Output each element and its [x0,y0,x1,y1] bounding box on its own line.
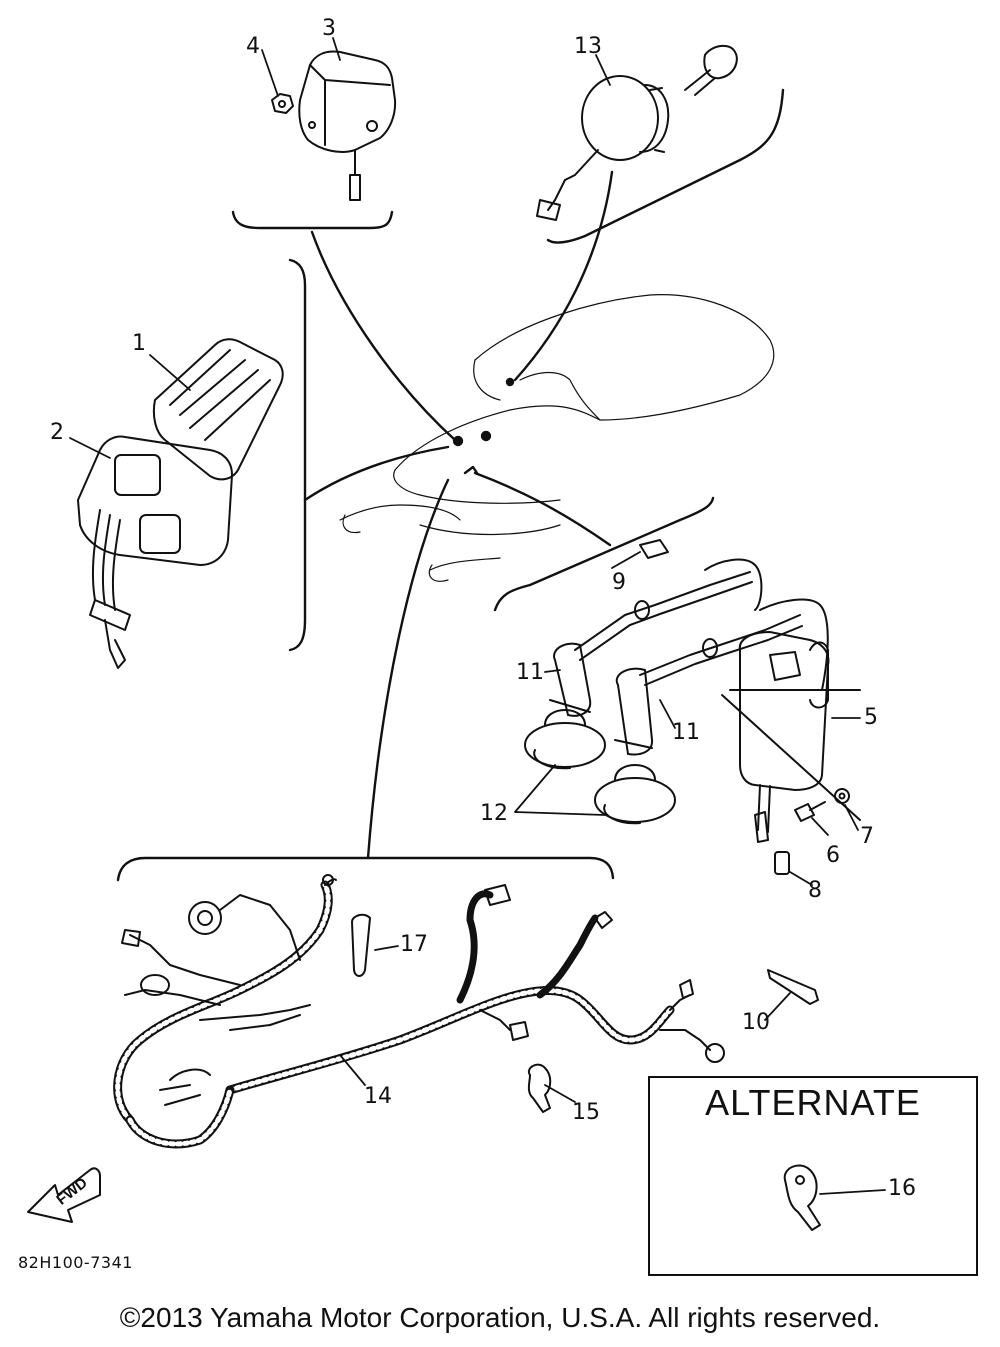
part-7-washer [834,788,850,804]
callout-5: 5 [864,705,878,730]
part-15-clamp [527,1063,552,1113]
callout-13: 13 [574,34,602,59]
copyright-text: ©2013 Yamaha Motor Corporation, U.S.A. A… [119,1302,881,1333]
callout-12: 12 [480,801,508,826]
callout-2: 2 [50,420,64,445]
callout-leaders [69,37,886,1195]
part-9-cap [639,539,669,559]
fwd-arrow-icon [27,1167,101,1223]
part-6-bolt [794,801,826,822]
callout-4: 4 [246,34,260,59]
callout-9: 9 [612,570,626,595]
callout-8: 8 [808,878,822,903]
wiring-diagram [27,37,886,1231]
callout-6: 6 [826,843,840,868]
bracket-bottom [116,856,615,882]
part-17-band [351,913,371,977]
callout-16: 16 [888,1176,916,1201]
part-2-cdi [77,435,233,669]
callout-1: 1 [132,331,146,356]
part-3-unit [298,50,397,201]
part-10-clamp [767,969,819,1005]
part-4-nut [271,93,294,114]
bracket-right [493,496,715,612]
part-16-clamp [783,1164,821,1231]
callout-11b: 11 [672,720,700,745]
diagram-code: 82H100-7341 [18,1253,133,1272]
part-11-plug-caps [549,558,829,756]
part-8-terminal [774,851,790,875]
callout-10: 10 [742,1010,770,1035]
callout-7: 7 [860,824,874,849]
callout-17: 17 [400,932,428,957]
hull-outline [339,294,775,582]
alternate-box: ALTERNATE [648,1076,978,1276]
alternate-title: ALTERNATE [705,1082,921,1123]
bracket-top-left [231,210,394,230]
bracket-top-right [546,88,785,244]
callout-11a: 11 [516,660,544,685]
callout-15: 15 [572,1100,600,1125]
part-1-cover [152,338,284,481]
part-13-switch [536,44,738,221]
part-12-boots [524,709,676,825]
callout-14: 14 [364,1084,392,1109]
part-14-harness [113,874,725,1149]
callout-3: 3 [322,16,336,41]
lead-lines [303,170,614,860]
part-5-coil [721,631,861,843]
bracket-left [288,258,307,652]
